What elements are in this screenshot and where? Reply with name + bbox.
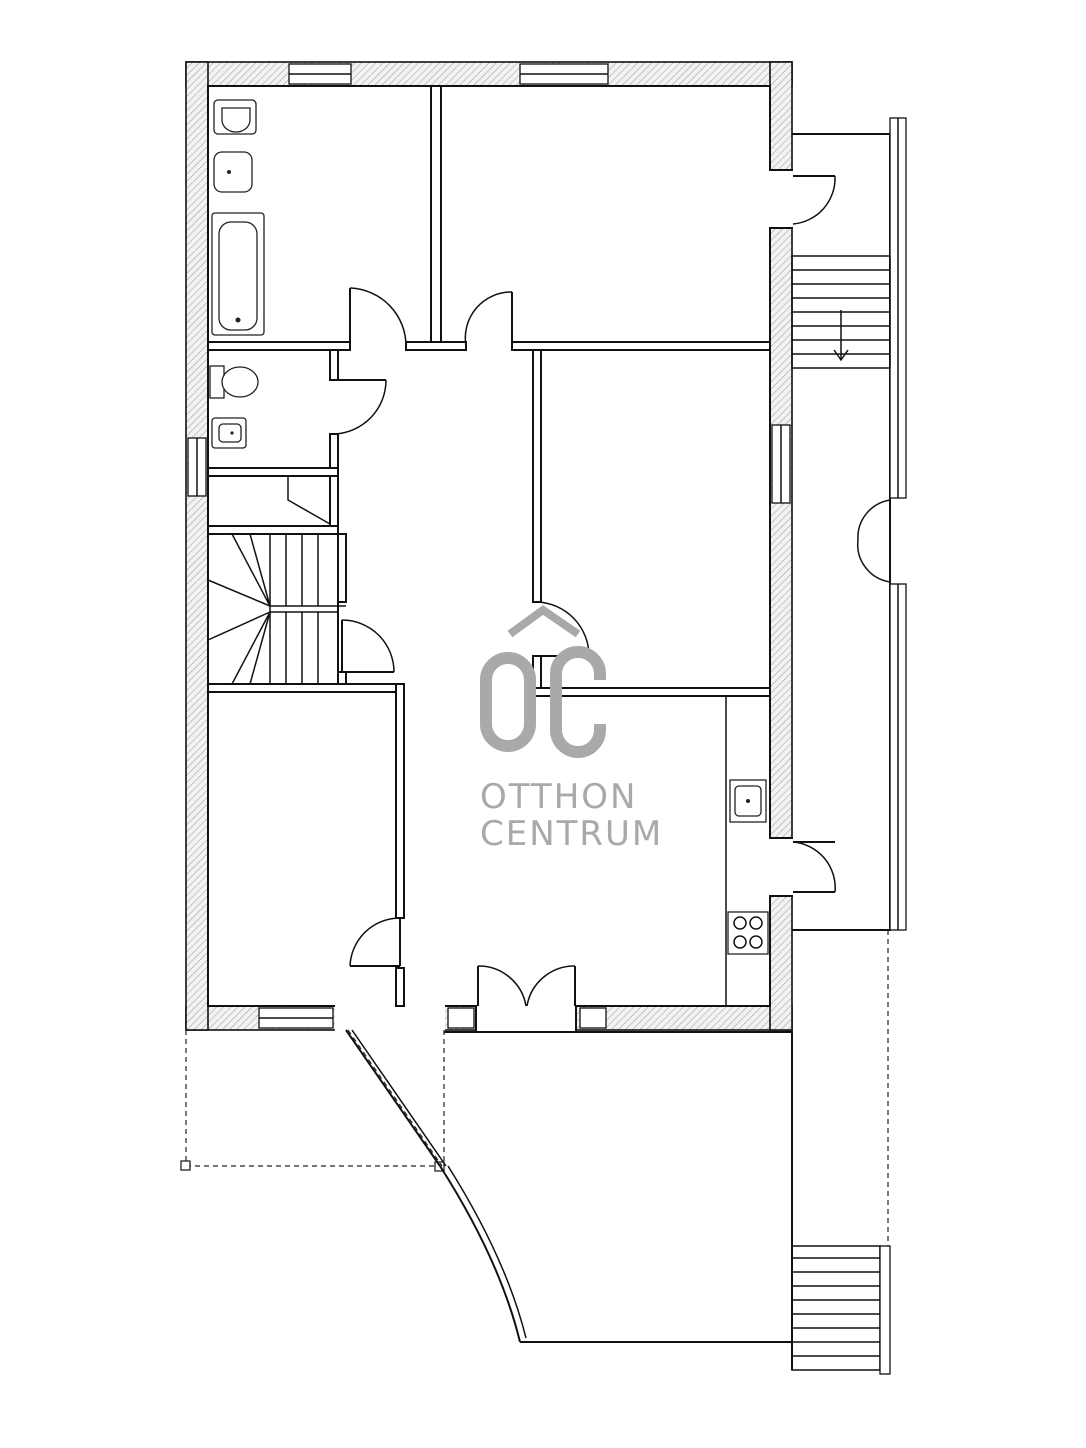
staircase — [207, 533, 346, 685]
wc-fixtures — [209, 365, 259, 449]
logo-roof-icon — [507, 605, 581, 638]
storage — [207, 475, 331, 527]
watermark-line1: OTTHON — [480, 777, 637, 817]
logo-c-mark — [550, 646, 606, 758]
outer-walls — [185, 61, 793, 1031]
front-terrace — [180, 930, 889, 1370]
logo-o-mark — [480, 652, 536, 752]
rear-steps — [791, 1245, 891, 1375]
windows — [187, 63, 791, 1029]
interior-walls — [207, 85, 771, 1007]
outer-door-openings — [335, 169, 793, 1031]
bathroom-fixtures — [211, 99, 265, 336]
side-balcony — [791, 117, 907, 931]
kitchen-counter — [725, 696, 769, 1006]
watermark-line2: CENTRUM — [480, 814, 663, 854]
watermark-logo: OTTHON CENTRUM — [480, 605, 663, 854]
